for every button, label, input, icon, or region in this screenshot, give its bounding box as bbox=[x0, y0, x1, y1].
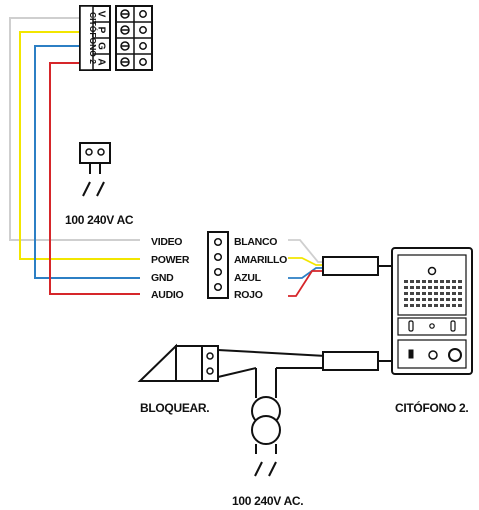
intercom-plug-upper bbox=[322, 256, 392, 276]
color-rojo: ROJO bbox=[234, 289, 263, 301]
lead-blue bbox=[288, 267, 323, 279]
lead-white bbox=[288, 239, 323, 263]
wire-white bbox=[9, 17, 140, 241]
power-plug-bottom bbox=[254, 461, 277, 477]
wire-color-labels: BLANCO AMARILLO AZUL ROJO bbox=[234, 236, 287, 301]
wire-set bbox=[9, 17, 140, 295]
panel-terminal-a: A bbox=[95, 58, 106, 65]
wire-red bbox=[49, 62, 140, 295]
color-amarillo: AMARILLO bbox=[234, 254, 287, 266]
intercom-button-large bbox=[448, 348, 462, 362]
lock-label: BLOQUEAR. bbox=[140, 401, 209, 415]
screw-icon bbox=[120, 9, 130, 67]
transformer-icon bbox=[251, 396, 281, 454]
intercom-label: CITÓFONO 2. bbox=[395, 400, 468, 415]
middle-connector-block bbox=[207, 231, 229, 299]
panel-terminal-p: P bbox=[95, 27, 106, 34]
signal-audio: AUDIO bbox=[151, 289, 183, 301]
lock-assembly bbox=[137, 343, 219, 382]
wire-blue bbox=[34, 45, 140, 279]
signal-power: POWER bbox=[151, 254, 190, 266]
panel-header: CITÓFONO 2 bbox=[88, 12, 99, 64]
signal-video: VIDEO bbox=[151, 236, 182, 248]
signal-gnd: GND bbox=[151, 272, 174, 284]
intercom-slot-left bbox=[408, 320, 414, 332]
signal-labels: VIDEO POWER GND AUDIO bbox=[151, 236, 190, 301]
intercom-slot-right bbox=[450, 320, 456, 332]
speaker-grille bbox=[404, 280, 462, 307]
intercom-plug-lower bbox=[322, 351, 392, 371]
screw-terminal-block bbox=[115, 5, 153, 71]
intercom-indicator bbox=[408, 349, 414, 359]
camera-icon bbox=[427, 266, 437, 276]
panel-terminal-block: CITÓFONO 2 V P G A bbox=[79, 5, 111, 71]
lead-red bbox=[288, 270, 323, 297]
panel-terminal-v: V bbox=[95, 11, 106, 18]
power-bottom-label: 100 240V AC. bbox=[232, 494, 303, 508]
intercom-unit bbox=[391, 247, 473, 375]
wire-yellow bbox=[19, 31, 140, 260]
lock-cable bbox=[217, 349, 327, 398]
color-azul: AZUL bbox=[234, 272, 262, 284]
intercom-dot-center bbox=[429, 323, 435, 329]
plug-leads bbox=[288, 239, 323, 297]
lead-yellow bbox=[288, 257, 323, 266]
power-top-label: 100 240V AC bbox=[65, 213, 134, 227]
lock-wedge bbox=[137, 343, 177, 382]
power-plug-top bbox=[79, 142, 111, 197]
panel-terminal-g: G bbox=[95, 42, 106, 50]
intercom-button-small bbox=[428, 350, 438, 360]
terminal-hole-icon bbox=[139, 10, 147, 66]
color-blanco: BLANCO bbox=[234, 236, 277, 248]
